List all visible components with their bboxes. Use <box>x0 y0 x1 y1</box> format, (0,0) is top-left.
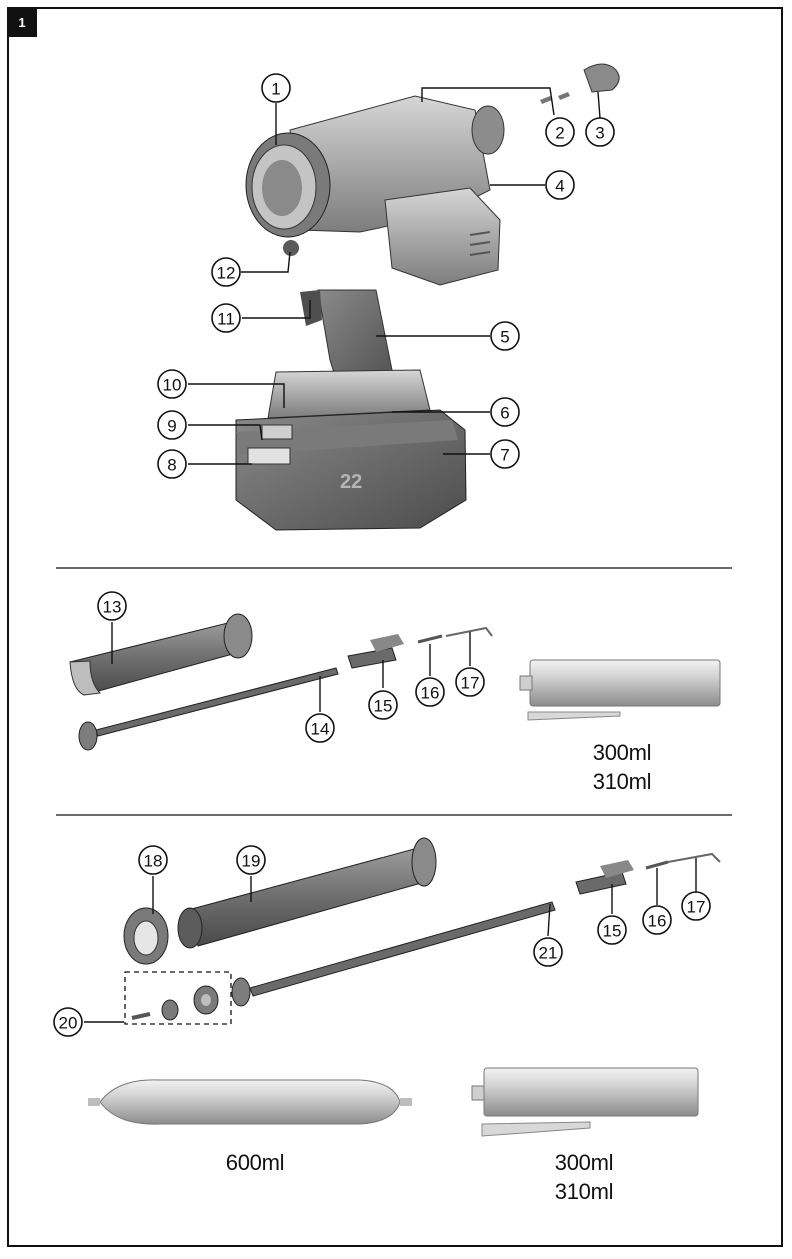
callout-11: 11 <box>211 303 241 333</box>
callout-label: 9 <box>167 417 176 436</box>
callout-19: 19 <box>236 845 266 875</box>
callout-label: 17 <box>687 898 706 917</box>
callout-6: 6 <box>490 397 520 427</box>
callout-circle <box>533 937 563 967</box>
callout-circle <box>490 397 520 427</box>
callout-label: 2 <box>555 124 564 143</box>
callout-circle <box>490 439 520 469</box>
callout-9: 9 <box>157 410 187 440</box>
volume-310ml: 310ml <box>554 1179 614 1204</box>
callout-circle <box>157 369 187 399</box>
callout-label: 15 <box>374 697 393 716</box>
callout-circle <box>53 1007 83 1037</box>
callout-circle <box>97 591 127 621</box>
volume-310ml: 310ml <box>592 769 652 794</box>
svg-text:22: 22 <box>340 471 362 493</box>
callout-circle <box>138 845 168 875</box>
callout-14: 14 <box>305 713 335 743</box>
callout-circle <box>305 713 335 743</box>
volume-label-cartridge-a: 300ml 310ml <box>562 738 682 796</box>
leader-lines-top <box>188 87 601 465</box>
callout-circle <box>368 690 398 720</box>
callout-circle <box>415 677 445 707</box>
callout-15: 15 <box>368 690 398 720</box>
callout-circle <box>585 117 615 147</box>
callout-17: 17 <box>455 667 485 697</box>
callout-label: 3 <box>595 124 604 143</box>
volume-label-foil-pack: 600ml <box>225 1150 285 1175</box>
callout-16: 16 <box>415 677 445 707</box>
callout-13: 13 <box>97 591 127 621</box>
callout-circle <box>642 905 672 935</box>
volume-300ml: 300ml <box>554 1150 614 1175</box>
callout-label: 6 <box>500 404 509 423</box>
callout-circle <box>157 449 187 479</box>
large-holder-set <box>88 837 721 1137</box>
callout-21: 21 <box>533 937 563 967</box>
callout-label: 10 <box>163 376 182 395</box>
callout-1: 1 <box>261 73 291 103</box>
figure-number-badge: 1 <box>7 7 37 37</box>
callout-4: 4 <box>545 170 575 200</box>
callout-circle <box>545 117 575 147</box>
callout-label: 21 <box>539 944 558 963</box>
callout-label: 16 <box>648 912 667 931</box>
callout-circle <box>681 891 711 921</box>
callout-7: 7 <box>490 439 520 469</box>
callout-label: 18 <box>144 852 163 871</box>
callout-circle <box>545 170 575 200</box>
callout-circle <box>261 73 291 103</box>
callout-10: 10 <box>157 369 187 399</box>
callout-circle <box>455 667 485 697</box>
leader-lines-bottom <box>84 858 697 1023</box>
callout-16: 16 <box>642 905 672 935</box>
figure-frame <box>7 7 783 1247</box>
callout-circle <box>597 915 627 945</box>
callout-label: 20 <box>59 1014 78 1033</box>
callout-label: 7 <box>500 446 509 465</box>
callout-18: 18 <box>138 845 168 875</box>
callout-circle <box>211 303 241 333</box>
callout-circle <box>236 845 266 875</box>
callout-8: 8 <box>157 449 187 479</box>
callout-label: 12 <box>217 264 236 283</box>
callout-label: 13 <box>103 598 122 617</box>
callout-circle <box>157 410 187 440</box>
callout-label: 15 <box>603 922 622 941</box>
dispenser-tool: 22 <box>235 63 620 531</box>
leader-lines-middle <box>111 622 471 712</box>
callout-label: 5 <box>500 328 509 347</box>
callout-5: 5 <box>490 321 520 351</box>
callout-2: 2 <box>545 117 575 147</box>
callout-3: 3 <box>585 117 615 147</box>
small-holder-set <box>69 613 721 751</box>
callout-12: 12 <box>211 257 241 287</box>
callout-15: 15 <box>597 915 627 945</box>
callout-label: 14 <box>311 720 330 739</box>
volume-300ml: 300ml <box>592 740 652 765</box>
callout-circle <box>211 257 241 287</box>
callout-label: 1 <box>271 80 280 99</box>
callout-label: 17 <box>461 674 480 693</box>
callout-label: 8 <box>167 456 176 475</box>
callout-17: 17 <box>681 891 711 921</box>
callout-label: 11 <box>217 310 235 329</box>
callout-label: 19 <box>242 852 261 871</box>
callout-label: 4 <box>555 177 564 196</box>
callout-label: 16 <box>421 684 440 703</box>
volume-label-cartridge-b: 300ml 310ml <box>524 1148 644 1206</box>
callout-20: 20 <box>53 1007 83 1037</box>
callout-circle <box>490 321 520 351</box>
